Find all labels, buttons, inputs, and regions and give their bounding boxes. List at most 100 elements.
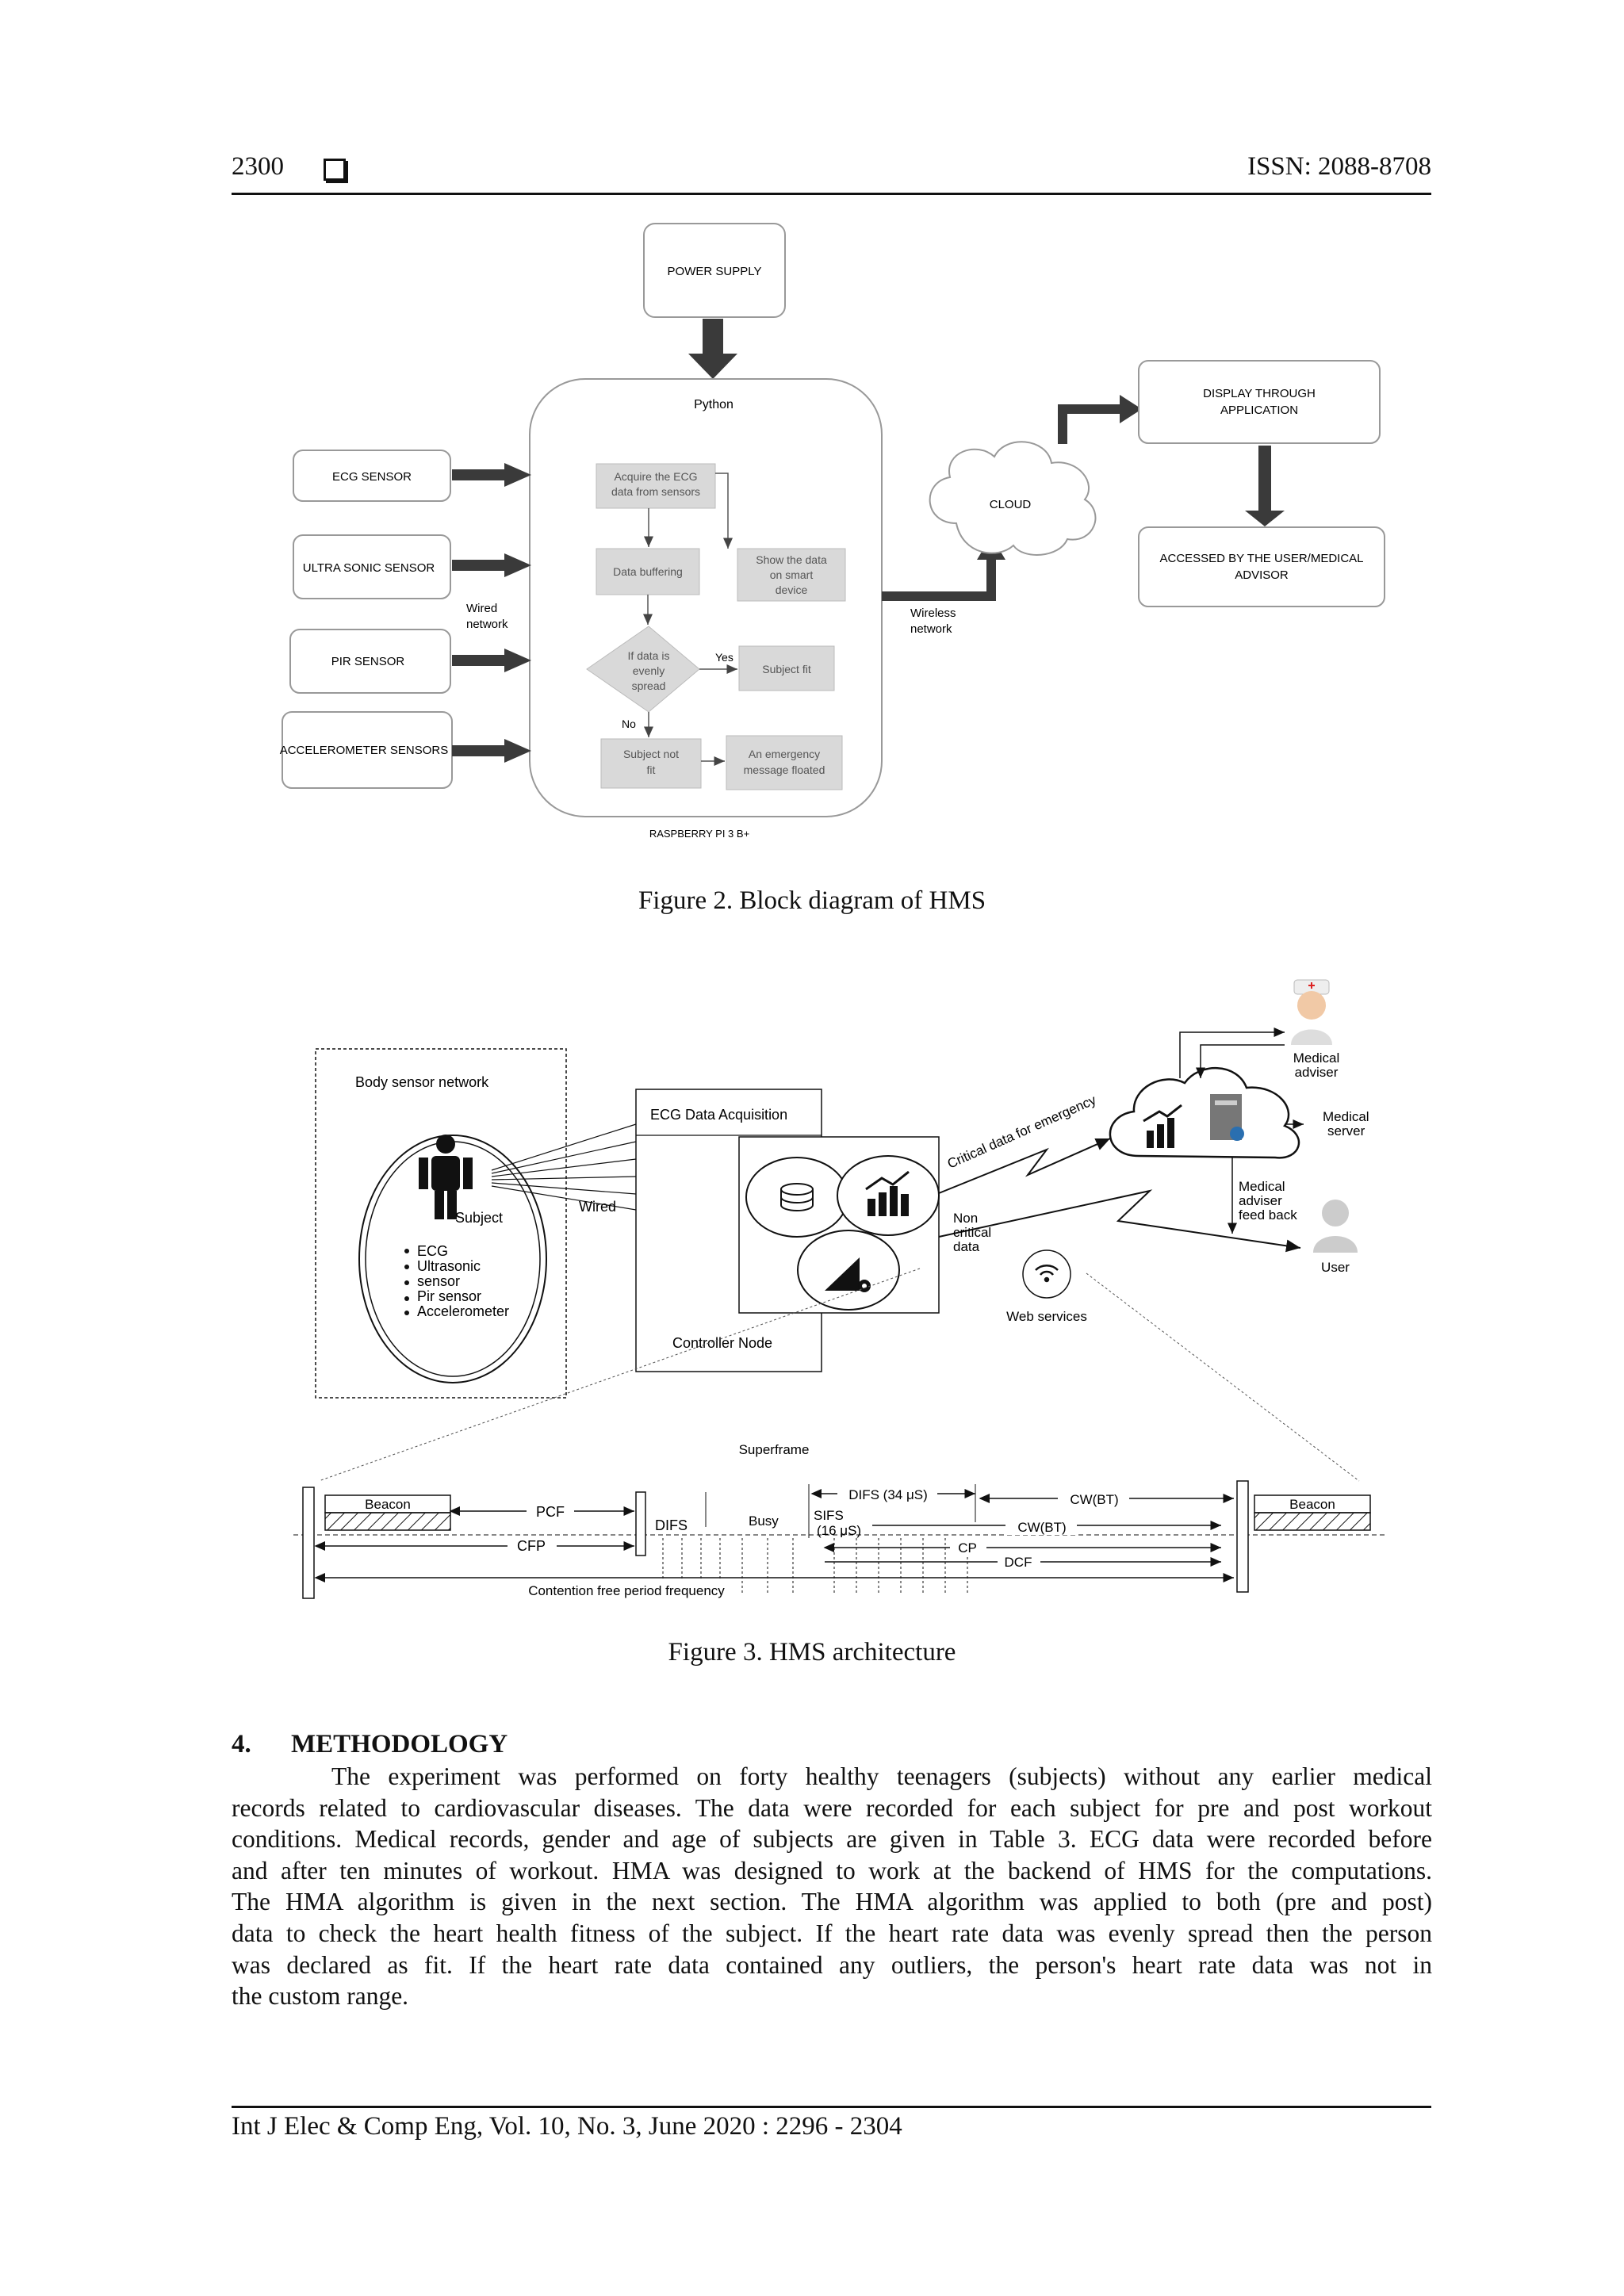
svg-text:feed back: feed back (1239, 1207, 1297, 1223)
analytics-icon (865, 1170, 910, 1216)
svg-text:Beacon: Beacon (365, 1497, 411, 1512)
svg-text:ACCESSED BY THE USER/MEDICAL: ACCESSED BY THE USER/MEDICAL (1159, 552, 1363, 565)
no-label: No (622, 718, 636, 730)
cloud-label: CLOUD (990, 498, 1032, 511)
board-label: RASPBERRY PI 3 B+ (649, 828, 749, 840)
body-line: data to check the heart health fitness o… (232, 1919, 1432, 1947)
svg-text:APPLICATION: APPLICATION (1220, 404, 1298, 417)
svg-text:sensor: sensor (417, 1273, 460, 1289)
svg-text:Beacon: Beacon (1289, 1497, 1335, 1512)
svg-text:Data buffering: Data buffering (613, 565, 683, 578)
body-sensor-network-label: Body sensor network (355, 1074, 489, 1090)
cp-label: CP (958, 1540, 977, 1556)
subject-fit-box (738, 645, 835, 691)
svg-text:device: device (776, 584, 808, 596)
body-line: and after ten minutes of workout. HMA wa… (232, 1856, 1432, 1885)
body-sensor-network-box (315, 1048, 567, 1399)
web-services-label: Web services (1006, 1309, 1087, 1324)
body-line: conditions. Medical records, gender and … (232, 1825, 1432, 1854)
database-circle (745, 1157, 848, 1238)
svg-text:Show the data: Show the data (756, 553, 827, 566)
sensor-ultrasonic: ULTRA SONIC SENSOR (293, 534, 451, 599)
svg-text:data from sensors: data from sensors (611, 485, 700, 498)
sensor-accelerometer: ACCELEROMETER SENSORS (280, 711, 453, 789)
svg-text:spread: spread (632, 679, 666, 692)
sifs-label-2: (16 μS) (817, 1523, 861, 1538)
svg-text:Medical: Medical (1293, 1050, 1340, 1066)
cloud-shape (929, 441, 1097, 556)
medical-adviser-icon (1291, 979, 1332, 1045)
section-body: The experiment was performed on forty he… (232, 1761, 1432, 2012)
figure-2-caption: Figure 2. Block diagram of HMS (638, 886, 986, 915)
body-line: records related to cardiovascular diseas… (232, 1793, 1432, 1822)
wired-lines (491, 1123, 637, 1211)
svg-text:data: data (953, 1239, 980, 1254)
sensor-ecg: ECG SENSOR (293, 450, 451, 502)
body-line: The experiment was performed on forty he… (331, 1762, 1432, 1790)
superframe-label: Superframe (739, 1442, 810, 1457)
wifi-icon (1035, 1265, 1059, 1283)
figure-2-block-diagram: POWER SUPPLY Python ECG SENSOR ULTRA SON… (280, 223, 1385, 840)
header-box-icon (324, 159, 346, 181)
svg-text:PIR SENSOR: PIR SENSOR (331, 655, 405, 668)
person-icon (419, 1135, 473, 1219)
medical-server-label-2: server (1327, 1123, 1365, 1138)
database-icon (780, 1183, 814, 1211)
svg-text:critical: critical (953, 1225, 991, 1240)
emergency-box (726, 735, 843, 790)
svg-text:fit: fit (647, 763, 656, 776)
buffering-box (596, 548, 700, 595)
svg-text:ULTRA SONIC SENSOR: ULTRA SONIC SENSOR (303, 561, 435, 575)
server-icon (1210, 1094, 1244, 1141)
header-rule (232, 193, 1431, 195)
ecg-acquisition-label: ECG Data Acquisition (650, 1107, 787, 1123)
svg-text:Pir sensor: Pir sensor (417, 1288, 481, 1304)
page-number: 2300 (232, 152, 284, 181)
subject-label: Subject (455, 1210, 503, 1226)
sensor-arrows (452, 463, 531, 763)
difs-label: DIFS (655, 1517, 688, 1533)
cwbt-label-top: CW(BT) (1070, 1492, 1118, 1507)
svg-text:ADVISOR: ADVISOR (1235, 568, 1289, 582)
svg-text:If data is: If data is (628, 649, 670, 662)
svg-text:Medical: Medical (1239, 1179, 1285, 1194)
section-title: METHODOLOGY (291, 1730, 508, 1758)
accessed-box (1138, 526, 1385, 607)
svg-text:Non: Non (953, 1211, 978, 1226)
svg-text:adviser: adviser (1239, 1193, 1282, 1208)
contention-label: Contention free period frequency (528, 1583, 725, 1598)
yes-label: Yes (715, 651, 733, 664)
svg-text:Accelerometer: Accelerometer (417, 1303, 509, 1319)
svg-text:message floated: message floated (744, 763, 825, 776)
sifs-label-1: SIFS (814, 1508, 844, 1523)
power-arrow (688, 354, 737, 379)
projection-line-left (318, 1268, 921, 1482)
svg-text:An emergency: An emergency (749, 748, 820, 760)
footer-rule (232, 2106, 1431, 2108)
display-to-accessed-arrow (1245, 511, 1285, 526)
difs34-label: DIFS (34 μS) (848, 1487, 928, 1502)
user-icon (1313, 1200, 1358, 1253)
user-label: User (1321, 1260, 1350, 1275)
svg-text:ACCELEROMETER SENSORS: ACCELEROMETER SENSORS (280, 744, 449, 757)
wireless-label-2: network (910, 622, 952, 636)
subject-not-fit-box (600, 738, 702, 789)
body-line: was declared as fit. If the heart rate d… (232, 1950, 1432, 1979)
dcf-label: DCF (1005, 1555, 1032, 1570)
power-supply-label: POWER SUPPLY (668, 265, 762, 278)
body-line: The HMA algorithm is given in the next s… (232, 1888, 1432, 1916)
show-data-box (737, 548, 846, 602)
web-services-circle (1022, 1249, 1071, 1299)
wired-network-label-1: Wired (466, 602, 497, 615)
footer-citation: Int J Elec & Comp Eng, Vol. 10, No. 3, J… (232, 2112, 902, 2141)
cloud-to-display-arrow (1120, 395, 1142, 423)
issn: ISSN: 2088-8708 (1247, 152, 1431, 181)
analytics-circle (837, 1155, 940, 1236)
projection-line-right (1086, 1272, 1360, 1482)
pcf-label: PCF (536, 1504, 565, 1520)
busy-label: Busy (749, 1513, 779, 1529)
controller-node-label: Controller Node (672, 1335, 772, 1351)
svg-text:evenly: evenly (633, 664, 665, 677)
medical-server-label-1: Medical (1323, 1109, 1369, 1124)
svg-text:Subject fit: Subject fit (762, 663, 811, 675)
